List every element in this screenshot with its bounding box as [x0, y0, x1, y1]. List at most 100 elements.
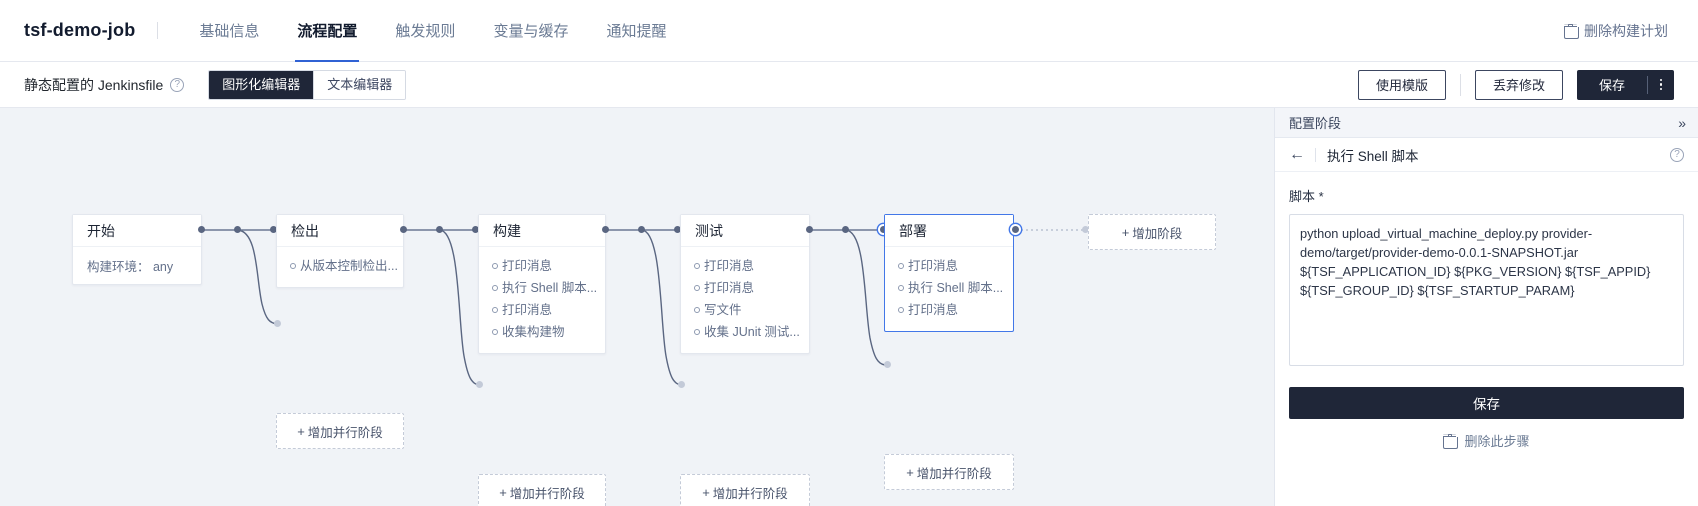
delete-build-plan-button[interactable]: 删除构建计划	[1564, 21, 1674, 41]
arrow-left-icon[interactable]: ←	[1289, 145, 1305, 163]
delete-step-label: 删除此步骤	[1464, 434, 1530, 449]
connector-node-deploy-in[interactable]	[880, 226, 887, 233]
tab-trigger-rules[interactable]: 触发规则	[395, 23, 456, 40]
panel-header: 配置阶段 »	[1275, 108, 1698, 138]
tab-flow-config[interactable]: 流程配置	[278, 0, 376, 62]
tab-notifications[interactable]: 通知提醒	[606, 23, 667, 40]
add-parallel-stage-1[interactable]: +增加并行阶段	[276, 413, 404, 449]
add-stage-label: 增加阶段	[1132, 226, 1183, 241]
plus-icon: +	[297, 423, 305, 439]
connector-node-build-branch[interactable]	[638, 226, 645, 233]
page-title: tsf-demo-job	[24, 20, 136, 40]
pipeline-canvas[interactable]: 开始 构建环境： any 检出 从版本控制检出... +增加并行阶段 构建 打印	[0, 108, 1274, 506]
use-template-button[interactable]: 使用模版	[1357, 69, 1446, 100]
title-divider	[157, 22, 159, 39]
connector-node-checkout-branch[interactable]	[436, 226, 443, 233]
step-bullet-icon	[694, 263, 700, 269]
add-parallel-stage-label: 增加并行阶段	[509, 486, 585, 501]
step-item[interactable]: 执行 Shell 脚本...	[479, 277, 605, 299]
add-parallel-stage-label: 增加并行阶段	[307, 425, 383, 440]
text-editor-button[interactable]: 文本编辑器	[313, 70, 406, 99]
chevron-double-right-icon[interactable]: »	[1678, 114, 1686, 131]
step-label: 打印消息	[704, 259, 755, 273]
connector-node-build-in[interactable]	[472, 226, 479, 233]
step-bullet-icon	[898, 307, 904, 313]
connector-node-checkout-out[interactable]	[400, 226, 407, 233]
panel-body: 脚本 * 保存 删除此步骤	[1275, 172, 1698, 450]
kebab-menu-icon[interactable]	[1648, 70, 1674, 100]
step-bullet-icon	[492, 285, 498, 291]
trash-icon	[1564, 23, 1579, 39]
stage-checkout[interactable]: 检出 从版本控制检出...	[276, 214, 404, 288]
connector-node-deploy-out[interactable]	[1012, 226, 1019, 233]
step-item[interactable]: 打印消息	[479, 299, 605, 321]
panel-subheader: ← 执行 Shell 脚本 ?	[1275, 138, 1698, 172]
connector-node-test-out[interactable]	[806, 226, 813, 233]
script-input[interactable]	[1289, 214, 1684, 366]
connector-node-add-stage-in[interactable]	[1082, 226, 1089, 233]
add-parallel-stage-label: 增加并行阶段	[916, 466, 992, 481]
step-bullet-icon	[492, 329, 498, 335]
delete-step-button[interactable]: 删除此步骤	[1289, 431, 1684, 450]
stage-deploy[interactable]: 部署 打印消息 执行 Shell 脚本... 打印消息	[884, 214, 1014, 332]
add-parallel-stage-label: 增加并行阶段	[712, 486, 788, 501]
build-env-row: 构建环境： any	[87, 260, 174, 274]
subheader-divider	[1315, 147, 1316, 162]
stage-body: 构建环境： any	[73, 247, 201, 284]
connector-node-test-branch[interactable]	[842, 226, 849, 233]
nav-tabs: 基础信息 流程配置 触发规则 变量与缓存 通知提醒	[180, 0, 685, 62]
add-parallel-stage-4[interactable]: +增加并行阶段	[884, 454, 1014, 490]
add-parallel-stage-3[interactable]: +增加并行阶段	[680, 474, 810, 506]
plus-icon: +	[499, 484, 507, 500]
stage-test[interactable]: 测试 打印消息 打印消息 写文件 收集 JUnit 测试...	[680, 214, 810, 354]
connector-node-start-branch[interactable]	[234, 226, 241, 233]
tab-variables-cache[interactable]: 变量与缓存	[493, 23, 569, 40]
step-item[interactable]: 收集 JUnit 测试...	[681, 321, 809, 343]
panel-title: 配置阶段	[1289, 116, 1342, 131]
step-bullet-icon	[492, 307, 498, 313]
stage-build[interactable]: 构建 打印消息 执行 Shell 脚本... 打印消息 收集构建物	[478, 214, 606, 354]
stage-title: 测试	[681, 215, 809, 247]
save-button[interactable]: 保存	[1598, 78, 1625, 93]
graphical-editor-button[interactable]: 图形化编辑器	[209, 70, 314, 99]
stage-body: 打印消息 打印消息 写文件 收集 JUnit 测试...	[681, 247, 809, 353]
stage-body: 打印消息 执行 Shell 脚本... 打印消息	[885, 247, 1013, 331]
panel-save-button[interactable]: 保存	[1289, 387, 1684, 419]
step-item[interactable]: 写文件	[681, 299, 809, 321]
step-item[interactable]: 打印消息	[681, 277, 809, 299]
question-circle-icon[interactable]: ?	[1670, 147, 1684, 162]
toolbar-actions: 使用模版 丢弃修改 保存	[1357, 69, 1674, 100]
connector-node-parallel-4[interactable]	[884, 361, 891, 368]
step-label: 收集 JUnit 测试...	[704, 325, 800, 339]
step-label: 执行 Shell 脚本...	[908, 281, 1004, 295]
step-bullet-icon	[898, 263, 904, 269]
step-label: 打印消息	[704, 281, 755, 295]
add-parallel-stage-2[interactable]: +增加并行阶段	[478, 474, 606, 506]
plus-icon: +	[702, 484, 710, 500]
connector-node-test-in[interactable]	[674, 226, 681, 233]
stage-start[interactable]: 开始 构建环境： any	[72, 214, 202, 285]
question-circle-icon[interactable]: ?	[170, 77, 185, 92]
plus-icon: +	[1121, 224, 1130, 240]
step-item[interactable]: 打印消息	[885, 299, 1013, 321]
discard-changes-button[interactable]: 丢弃修改	[1474, 69, 1563, 100]
add-stage-button[interactable]: +增加阶段	[1088, 214, 1216, 250]
connector-node-parallel-2[interactable]	[476, 381, 483, 388]
connector-node-parallel-3[interactable]	[678, 381, 685, 388]
connector-node-build-out[interactable]	[602, 226, 609, 233]
step-bullet-icon	[694, 307, 700, 313]
step-item[interactable]: 收集构建物	[479, 321, 605, 343]
step-item[interactable]: 从版本控制检出...	[277, 255, 403, 277]
connector-node-checkout-in[interactable]	[270, 226, 277, 233]
step-item[interactable]: 打印消息	[681, 255, 809, 277]
pipeline-connectors	[202, 229, 1086, 386]
stage-title: 检出	[277, 215, 403, 247]
step-item[interactable]: 打印消息	[885, 255, 1013, 277]
script-field-label: 脚本 *	[1289, 189, 1324, 204]
step-item[interactable]: 执行 Shell 脚本...	[885, 277, 1013, 299]
connector-node-start-out[interactable]	[198, 226, 205, 233]
connector-node-parallel-1[interactable]	[274, 320, 281, 327]
tab-basic-info[interactable]: 基础信息	[199, 23, 260, 40]
step-item[interactable]: 打印消息	[479, 255, 605, 277]
